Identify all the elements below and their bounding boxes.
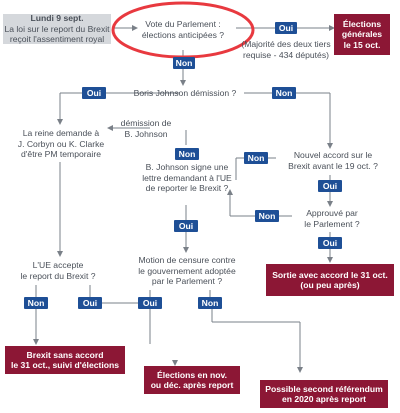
question-new-deal: Nouvel accord sur le Brexit avant le 19 … <box>278 150 388 171</box>
royal-assent-box: Lundi 9 sept. La loi sur le report du Br… <box>3 13 111 45</box>
result-early-elections-line3: le 15 oct. <box>343 39 381 50</box>
result-elections-nov-line2: ou déc. après report <box>150 380 234 390</box>
result-elections-nov-line1: Élections en nov. <box>156 369 228 380</box>
question-censure-line3: par le Parlement ? <box>151 276 223 286</box>
question-vote-line1: Vote du Parlement : <box>145 19 221 29</box>
question-eu-accepts-line1: L'UE accepte <box>32 260 84 270</box>
vote-non-badge: Non <box>173 57 195 69</box>
majority-note-line2: requise - 434 députés) <box>243 49 329 60</box>
result-no-deal-line2: le 31 oct., suivi d'élections <box>10 360 120 370</box>
vote-oui-badge: Oui <box>275 22 297 34</box>
result-exit-with-deal: Sortie avec accord le 31 oct. (ou peu ap… <box>266 264 394 296</box>
eu-non-badge: Non <box>24 297 48 309</box>
result-referendum: Possible second référendum en 2020 après… <box>260 380 388 408</box>
result-no-deal: Brexit sans accord le 31 oct., suivi d'é… <box>5 346 125 374</box>
result-early-elections-line2: générales <box>341 29 383 40</box>
question-approved: Approuvé par le Parlement ? <box>292 208 372 229</box>
question-queen: La reine demande à J. Corbyn ou K. Clark… <box>2 128 120 160</box>
question-queen-line3: d'être PM temporaire <box>21 149 101 159</box>
result-referendum-line2: en 2020 après report <box>281 394 367 404</box>
new-deal-non-badge: Non <box>244 152 268 164</box>
censure-non-badge: Non <box>198 297 222 309</box>
question-queen-line1: La reine demande à <box>22 128 100 138</box>
question-eu-accepts: L'UE accepte le report du Brexit ? <box>8 260 108 281</box>
eu-oui-badge: Oui <box>78 297 102 309</box>
approved-oui-badge: Oui <box>318 237 342 249</box>
lettre-non-badge: Non <box>175 148 199 160</box>
question-new-deal-line2: Brexit avant le 19 oct. ? <box>288 160 378 171</box>
note-demission-line2: B. Johnson <box>124 128 168 139</box>
result-no-deal-line1: Brexit sans accord <box>26 349 104 360</box>
censure-oui-badge: Oui <box>138 297 162 309</box>
result-early-elections-line1: Élections <box>342 18 382 29</box>
majority-note-line1: (Majorité des deux tiers <box>241 39 331 49</box>
question-approved-line2: le Parlement ? <box>304 218 360 229</box>
result-exit-with-deal-line2: (ou peu après) <box>300 280 360 290</box>
question-censure: Motion de censure contre le gouvernement… <box>128 255 246 287</box>
question-vote-line2: élections anticipées ? <box>141 29 225 40</box>
new-deal-oui-badge: Oui <box>318 180 342 192</box>
question-vote: Vote du Parlement : élections anticipées… <box>133 19 233 40</box>
royal-assent-line3: reçoit l'assentiment royal <box>9 34 105 45</box>
majority-note: (Majorité des deux tiers requise - 434 d… <box>238 39 334 60</box>
boris-oui-badge: Oui <box>82 87 106 99</box>
question-new-deal-line1: Nouvel accord sur le <box>293 150 373 160</box>
question-letter-line3: de reporter le Brexit ? <box>145 183 229 193</box>
question-boris-resign: Boris Johnson démission ? <box>133 88 237 98</box>
approved-non-badge: Non <box>255 210 279 222</box>
letter-oui-badge: Oui <box>174 220 198 232</box>
royal-assent-date: Lundi 9 sept. <box>30 13 84 24</box>
question-letter-line1: B. Johnson signe une <box>145 162 229 172</box>
question-letter: B. Johnson signe une lettre demandant à … <box>128 162 246 194</box>
result-exit-with-deal-line1: Sortie avec accord le 31 oct. <box>272 269 388 280</box>
note-demission-line1: démission de <box>120 118 172 128</box>
note-demission: démission de B. Johnson <box>112 118 180 139</box>
question-queen-line2: J. Corbyn ou K. Clarke <box>17 138 105 149</box>
question-censure-line2: le gouvernement adoptée <box>138 265 236 276</box>
question-censure-line1: Motion de censure contre <box>138 255 236 265</box>
result-early-elections: Élections générales le 15 oct. <box>334 14 390 55</box>
question-approved-line1: Approuvé par <box>306 208 358 218</box>
result-referendum-line1: Possible second référendum <box>265 383 383 394</box>
question-eu-accepts-line2: le report du Brexit ? <box>20 270 96 281</box>
question-letter-line2: lettre demandant à l'UE <box>142 172 232 183</box>
boris-non-badge: Non <box>272 87 296 99</box>
result-elections-nov: Élections en nov. ou déc. après report <box>144 366 240 394</box>
royal-assent-line2: La loi sur le report du Brexit <box>4 23 110 34</box>
